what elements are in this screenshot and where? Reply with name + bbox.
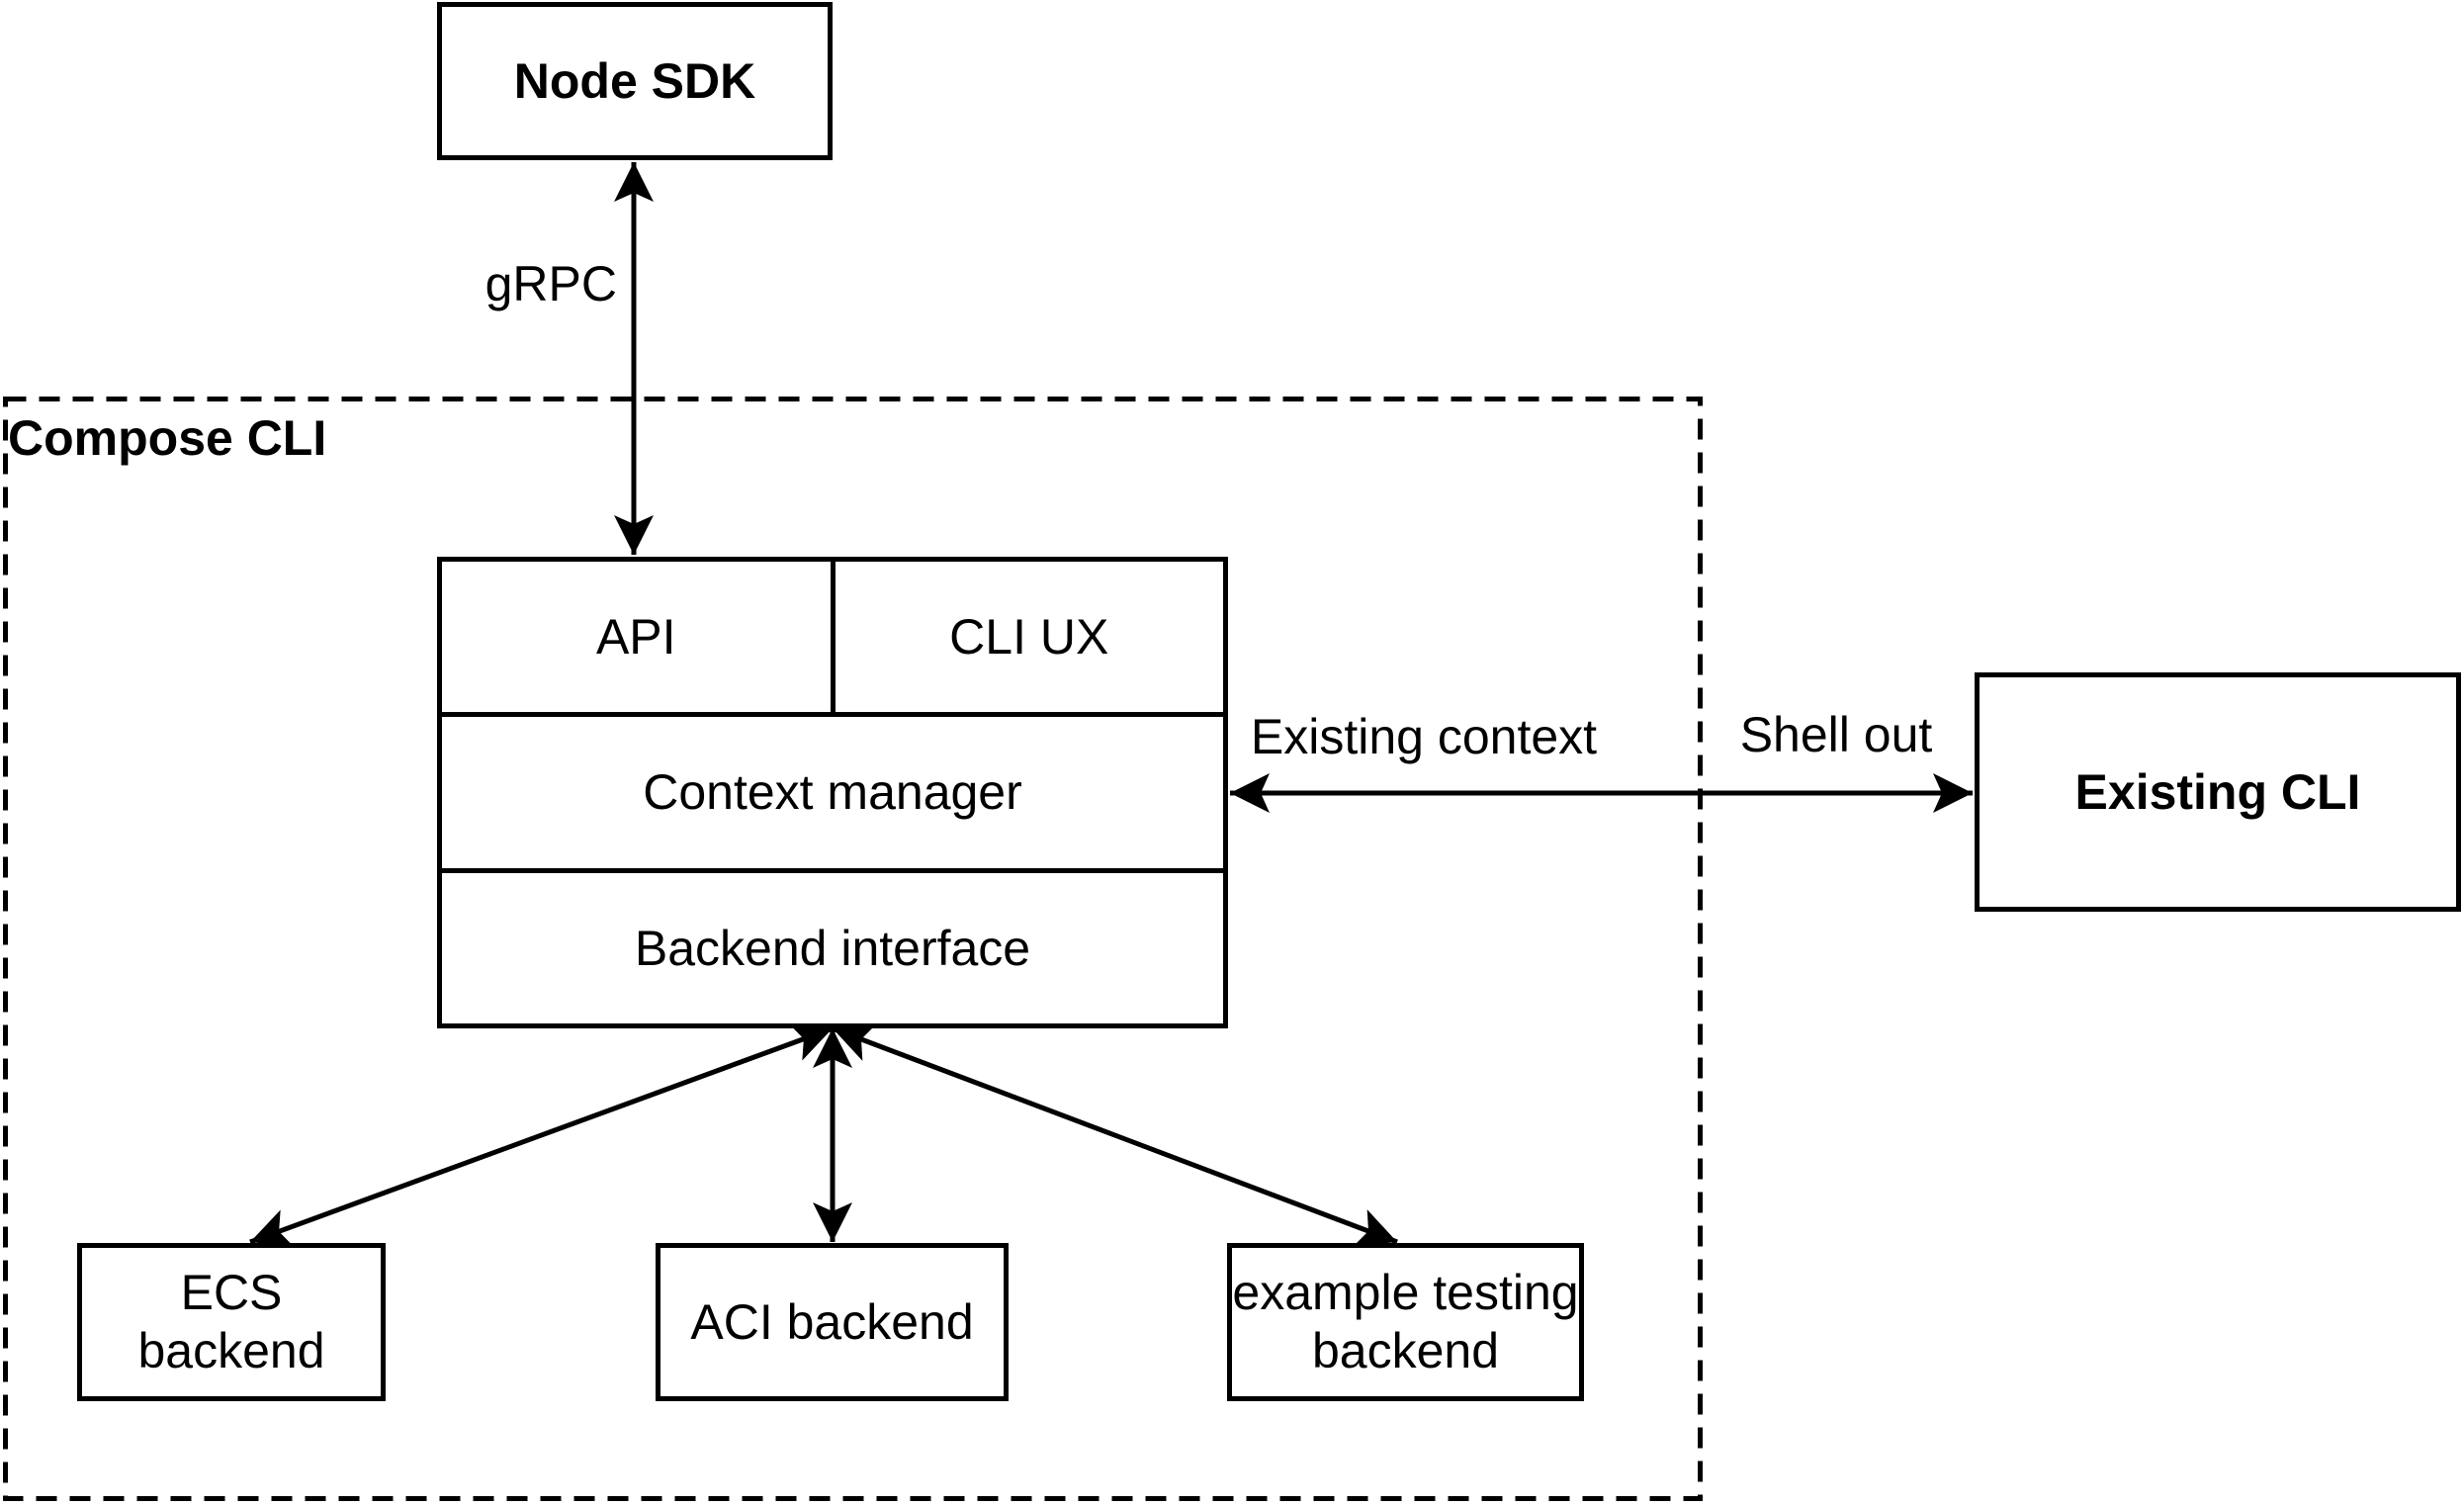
cli-ux-label: CLI UX bbox=[949, 609, 1109, 665]
example-testing-backend-box: example testing backend bbox=[1227, 1243, 1584, 1401]
shell-out-label: Shell out bbox=[1739, 707, 1933, 762]
aci-backend-label: ACI backend bbox=[690, 1293, 974, 1350]
grpc-label: gRPC bbox=[484, 256, 617, 311]
example-arrow bbox=[832, 1023, 1398, 1247]
context-manager-cell: Context manager bbox=[442, 717, 1223, 867]
node-sdk-box: Node SDK bbox=[437, 2, 833, 160]
ecs-backend-box: ECS backend bbox=[77, 1243, 386, 1401]
backend-interface-cell: Backend interface bbox=[442, 873, 1223, 1023]
ecs-backend-label: ECS backend bbox=[137, 1265, 325, 1378]
aci-backend-box: ACI backend bbox=[656, 1243, 1009, 1401]
compose-cli-label: Compose CLI bbox=[8, 410, 327, 466]
node-sdk-label: Node SDK bbox=[513, 52, 756, 109]
context-manager-label: Context manager bbox=[643, 764, 1022, 821]
compose-cli-stack-box: API CLI UX Context manager Backend inter… bbox=[437, 557, 1228, 1028]
existing-context-label: Existing context bbox=[1250, 709, 1598, 764]
example-testing-backend-label: example testing backend bbox=[1232, 1265, 1579, 1378]
context-manager-row: Context manager bbox=[442, 712, 1223, 867]
existing-cli-box: Existing CLI bbox=[1975, 672, 2461, 912]
existing-cli-label: Existing CLI bbox=[2074, 763, 2361, 820]
api-label: API bbox=[595, 609, 676, 665]
backend-interface-label: Backend interface bbox=[634, 920, 1031, 976]
compose-cli-dashed-border bbox=[3, 397, 1703, 1501]
backend-interface-row: Backend interface bbox=[442, 867, 1223, 1023]
api-cell: API bbox=[442, 562, 836, 713]
ecs-arrow bbox=[249, 1022, 834, 1248]
stack-top-row: API CLI UX bbox=[442, 562, 1224, 713]
cli-ux-cell: CLI UX bbox=[836, 562, 1224, 712]
